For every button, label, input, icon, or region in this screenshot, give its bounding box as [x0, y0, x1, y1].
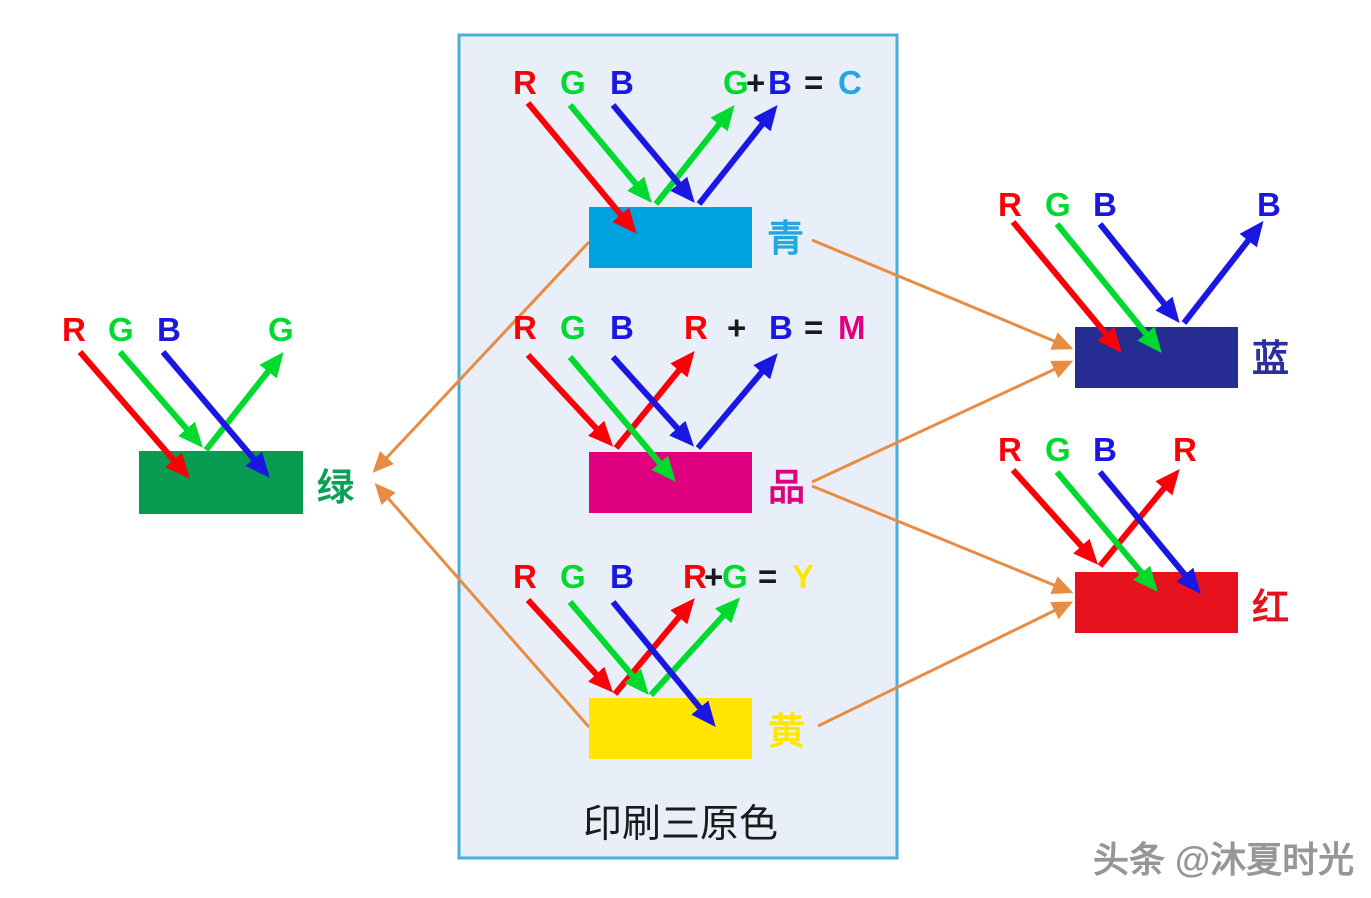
- magenta-incident-b-label: B: [610, 309, 634, 346]
- magenta-eq-equals: =: [804, 309, 823, 346]
- blue-blue-ray-reflected: [1181, 220, 1264, 325]
- mixing-connectors: [372, 238, 1074, 728]
- yellow-red-ray-incident: [525, 597, 614, 693]
- blue-incident-r-label: R: [998, 186, 1022, 223]
- magenta-eq-r: R: [684, 309, 708, 346]
- green-red-ray-absorbed: [77, 350, 190, 479]
- red-incident-g-label: G: [1045, 431, 1071, 468]
- red-name-label: 红: [1252, 587, 1289, 628]
- green-blue-ray-absorbed: [160, 350, 270, 478]
- blue-red-ray-absorbed: [1010, 220, 1122, 353]
- group-green: R G B G 绿: [62, 311, 355, 514]
- print-primaries-title: 印刷三原色: [583, 803, 778, 846]
- magenta-eq-plus: +: [727, 309, 746, 346]
- group-magenta: R G B R + B = M 品: [513, 309, 866, 513]
- red-incident-r-label: R: [998, 431, 1022, 468]
- green-incident-r-label: R: [62, 311, 86, 348]
- cyan-eq-b: B: [768, 64, 792, 101]
- cyan-red-ray-absorbed: [525, 101, 637, 234]
- group-cyan: R G B G + B = C 青: [513, 64, 862, 268]
- cyan-eq-equals: =: [804, 64, 823, 101]
- magenta-blue-ray-reflected: [695, 353, 778, 450]
- magenta-green-ray-absorbed: [567, 355, 676, 482]
- red-blue-ray-absorbed: [1097, 470, 1201, 594]
- cyan-blue-ray-reflected: [696, 104, 778, 206]
- yellow-swatch: [589, 698, 752, 759]
- red-red-ray-incident: [1010, 467, 1099, 565]
- green-swatch: [139, 451, 303, 514]
- connector-yellow-to-red: [817, 601, 1074, 728]
- group-yellow: R G B R + G = Y 黄: [513, 558, 814, 759]
- yellow-blue-ray-absorbed: [610, 600, 716, 727]
- yellow-incident-g-label: G: [560, 558, 586, 595]
- connector-magenta-to-blue: [811, 360, 1074, 484]
- green-name-label: 绿: [317, 467, 355, 508]
- red-incident-b-label: B: [1093, 431, 1117, 468]
- yellow-eq-plus: +: [704, 558, 723, 595]
- cyan-incident-r-label: R: [513, 64, 537, 101]
- blue-name-label: 蓝: [1252, 338, 1289, 379]
- cyan-green-ray-incident: [567, 103, 652, 203]
- blue-incident-b-label: B: [1093, 186, 1117, 223]
- cyan-eq-plus: +: [746, 64, 765, 101]
- watermark: 头条 @沐夏时光: [1093, 839, 1354, 880]
- cyan-eq-g: G: [723, 64, 749, 101]
- connector-cyan-to-green: [372, 240, 591, 473]
- connector-magenta-to-red: [811, 484, 1074, 594]
- yellow-green-ray-incident: [567, 600, 649, 695]
- yellow-incident-b-label: B: [610, 558, 634, 595]
- cyan-swatch: [589, 207, 752, 268]
- cyan-green-ray-reflected: [653, 104, 735, 206]
- blue-blue-ray-incident: [1097, 222, 1180, 324]
- yellow-name-label: 黄: [768, 711, 805, 752]
- connector-yellow-to-green: [374, 482, 591, 728]
- red-reflected-r-label: R: [1173, 431, 1197, 468]
- cyan-incident-b-label: B: [610, 64, 634, 101]
- group-red: R G B R 红: [998, 431, 1289, 633]
- group-blue: R G B B 蓝: [998, 186, 1289, 388]
- magenta-blue-ray-incident: [610, 354, 695, 447]
- cyan-eq-c: C: [838, 64, 862, 101]
- red-swatch: [1075, 572, 1238, 633]
- yellow-eq-equals: =: [758, 558, 777, 595]
- magenta-name-label: 品: [768, 467, 805, 508]
- yellow-eq-g: G: [722, 558, 748, 595]
- green-green-ray-reflected: [203, 351, 284, 452]
- cyan-blue-ray-incident: [610, 103, 695, 203]
- connector-cyan-to-blue: [811, 238, 1074, 350]
- green-reflected-g-label: G: [268, 311, 294, 348]
- magenta-eq-b: B: [769, 309, 793, 346]
- green-green-ray-incident: [117, 350, 203, 448]
- magenta-eq-m: M: [838, 309, 866, 346]
- magenta-red-ray-incident: [525, 352, 614, 447]
- red-green-ray-absorbed: [1054, 470, 1158, 592]
- green-incident-g-label: G: [108, 311, 134, 348]
- cyan-name-label: 青: [767, 218, 804, 259]
- blue-incident-g-label: G: [1045, 186, 1071, 223]
- yellow-green-ray-reflected: [648, 597, 741, 698]
- magenta-swatch: [589, 452, 752, 513]
- yellow-eq-r: R: [683, 558, 707, 595]
- blue-swatch: [1075, 327, 1238, 388]
- magenta-incident-g-label: G: [560, 309, 586, 346]
- magenta-incident-r-label: R: [513, 309, 537, 346]
- cyan-incident-g-label: G: [560, 64, 586, 101]
- blue-green-ray-absorbed: [1054, 222, 1162, 353]
- green-incident-b-label: B: [157, 311, 181, 348]
- yellow-incident-r-label: R: [513, 558, 537, 595]
- yellow-eq-y: Y: [792, 558, 814, 595]
- blue-reflected-b-label: B: [1257, 186, 1281, 223]
